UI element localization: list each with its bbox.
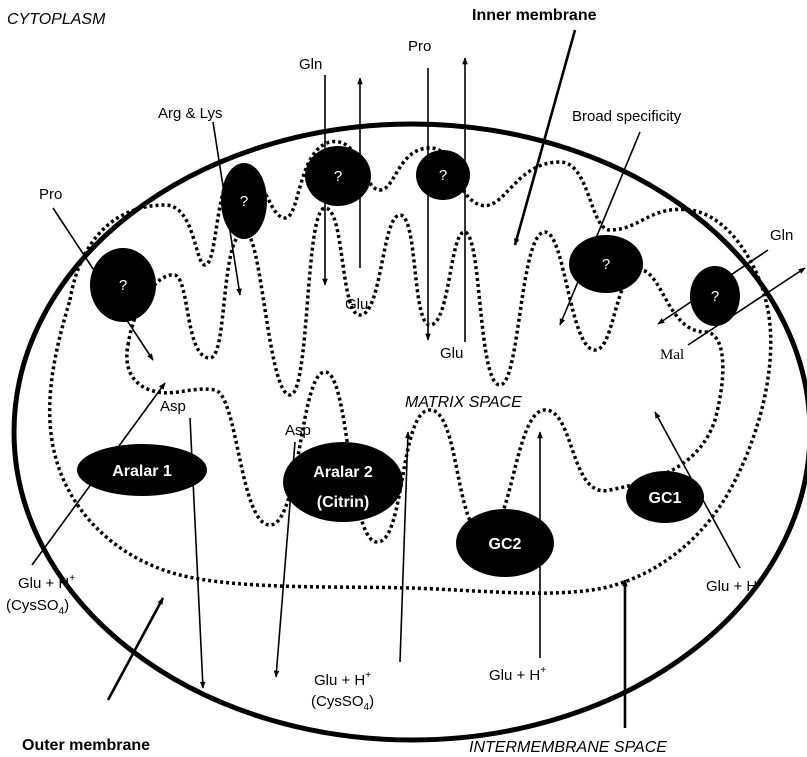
cysso4-center-label: (CysSO4) xyxy=(311,693,374,713)
glu-h-text: Glu + H xyxy=(18,575,69,592)
carrier-label: ? xyxy=(334,168,342,185)
glu-aralar2-arrow xyxy=(400,432,408,662)
asp-mid-label: Asp xyxy=(285,422,311,439)
pro-left-label: Pro xyxy=(39,186,62,203)
arg-lys-label: Arg & Lys xyxy=(158,105,222,122)
gln-top-label: Gln xyxy=(299,56,322,73)
inner-membrane-outer-contour xyxy=(50,142,771,594)
glu-mid-label: Glu xyxy=(345,296,368,313)
superscript-plus: + xyxy=(365,670,371,681)
pro-top-label: Pro xyxy=(408,38,431,55)
intermembrane-space-label: INTERMEMBRANE SPACE xyxy=(469,739,667,756)
broad-specificity-label: Broad specificity xyxy=(572,108,682,125)
glu-h-gc2-label: Glu + H+ xyxy=(489,665,546,684)
inner-membrane-label: Inner membrane xyxy=(472,7,597,24)
matrix-space-label: MATRIX SPACE xyxy=(405,394,522,411)
cysso4-left-label: (CysSO4) xyxy=(6,597,69,617)
carrier-label: ? xyxy=(119,277,127,294)
gln-right-label: Gln xyxy=(770,227,793,244)
gc2-label: GC2 xyxy=(489,536,522,553)
transport-arrows xyxy=(32,30,805,728)
citrin-label: (Citrin) xyxy=(317,494,369,511)
close-paren: ) xyxy=(64,597,69,614)
carrier-label: ? xyxy=(240,193,248,210)
aralar2-label: Aralar 2 xyxy=(313,464,373,481)
asp-left-label: Asp xyxy=(160,398,186,415)
gc1-label: GC1 xyxy=(649,490,682,507)
outer-membrane xyxy=(14,124,807,740)
carrier-label: ? xyxy=(439,167,447,184)
carrier-label: ? xyxy=(602,256,610,273)
close-paren: ) xyxy=(369,693,374,710)
glu-mid-label-2: Glu xyxy=(440,345,463,362)
glu-h-left-label: Glu + H+ xyxy=(18,573,75,592)
superscript-plus: + xyxy=(757,576,763,587)
outer-membrane-pointer xyxy=(108,598,163,700)
glu-h-center-label: Glu + H+ xyxy=(314,670,371,689)
glu-h-text: Glu + H xyxy=(489,667,540,684)
mal-label: Mal xyxy=(660,347,684,363)
superscript-plus: + xyxy=(540,665,546,676)
outer-membrane-label: Outer membrane xyxy=(22,737,150,754)
glu-h-text: Glu + H xyxy=(314,672,365,689)
glu-h-text: Glu + H xyxy=(706,578,757,595)
superscript-plus: + xyxy=(69,573,75,584)
cysso4-text: (CysSO xyxy=(6,597,59,614)
glu-h-gc1-label: Glu + H+ xyxy=(706,576,763,595)
aralar1-label: Aralar 1 xyxy=(112,463,172,480)
cytoplasm-label: CYTOPLASM xyxy=(7,11,106,28)
cysso4-text: (CysSO xyxy=(311,693,364,710)
carrier-label: ? xyxy=(711,288,719,305)
